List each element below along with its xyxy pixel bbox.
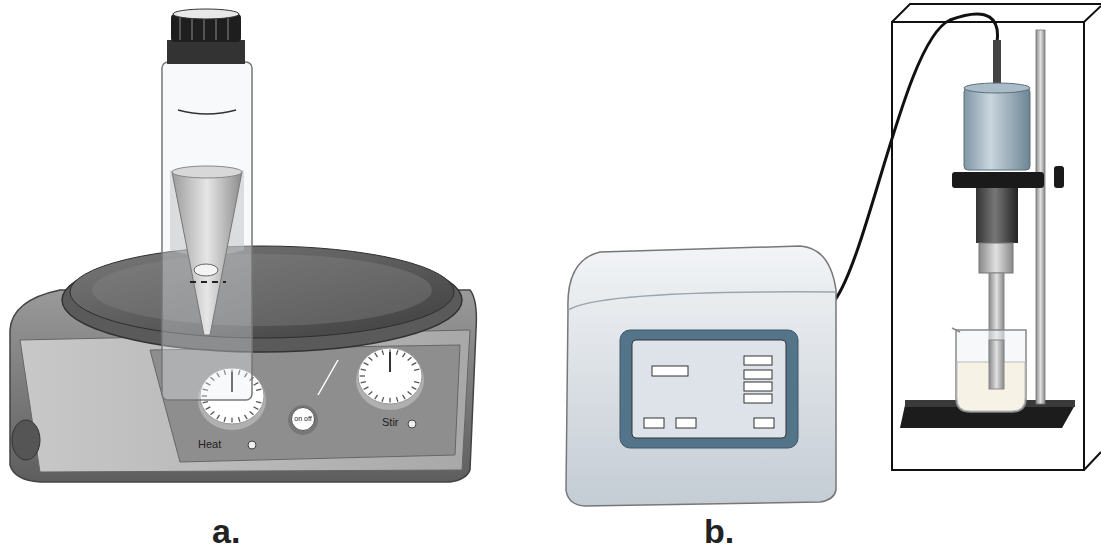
hotplate-stirrer (10, 9, 476, 482)
vial (162, 9, 252, 400)
control-label: Stir (382, 416, 399, 428)
stir-knob (356, 348, 424, 410)
panel-letter: a. (212, 512, 240, 551)
ultrasonic-homogenizer (566, 4, 1101, 506)
panel-letter: b. (704, 512, 734, 551)
control-label: Heat (198, 438, 221, 450)
button-text: on off (294, 415, 311, 423)
power-button: on off (291, 407, 315, 431)
